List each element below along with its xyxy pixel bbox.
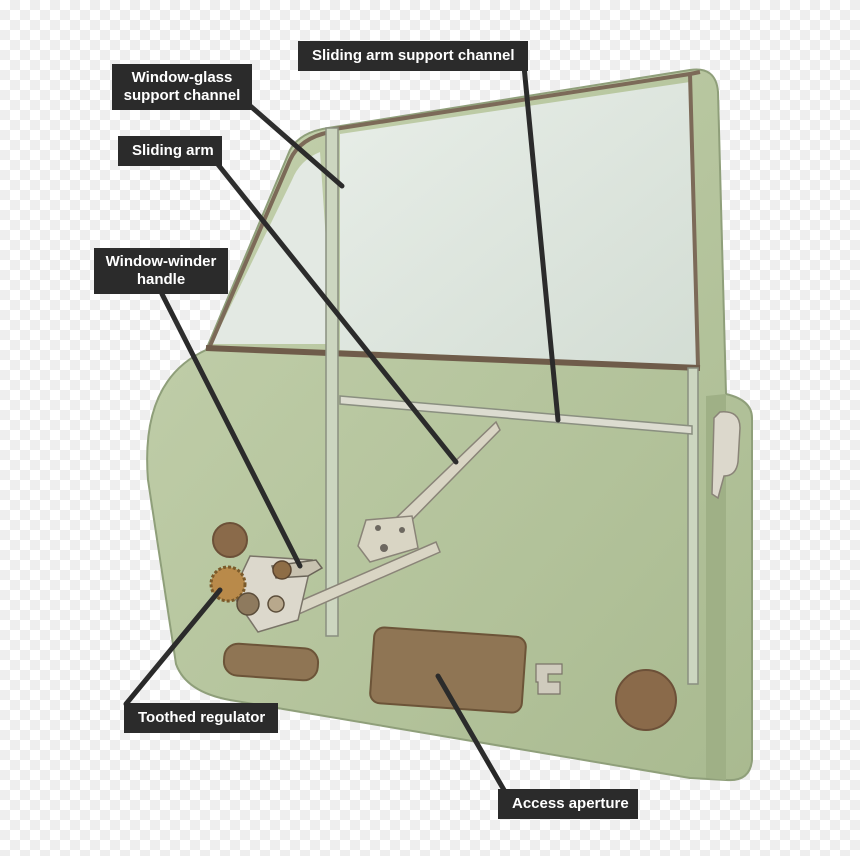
leader-sliding-arm [213,159,459,465]
glass-support-channel [325,127,339,637]
regulator-spool [236,592,260,616]
label-sliding-arm-support-channel: Sliding arm support channel [298,41,528,71]
pivot-bolt [380,544,388,552]
lower-aperture [615,669,677,731]
leader-sliding-arm-support-channel [521,63,561,423]
label-sliding-arm: Sliding arm [118,136,222,166]
access-aperture [369,626,527,714]
window-glass [340,82,696,366]
leader-access-aperture [435,673,507,793]
label-text-line-2: support channel [123,87,241,104]
door-handle [711,411,741,500]
label-text: Access aperture [512,795,629,812]
door-edge [706,394,726,780]
winder-spindle-end [272,560,292,580]
label-text: Sliding arm [132,142,214,159]
lock-striker [535,663,563,695]
label-text: Sliding arm support channel [312,47,515,64]
leader-window-glass-support-channel [245,101,345,189]
leader-window-winder-handle [159,291,303,569]
label-text-line-1: Window-glass [131,69,233,86]
leader-lines [123,63,561,793]
window-frame [327,70,701,367]
quarter-glass [212,152,333,344]
pivot-bolt [375,525,381,531]
upper-aperture [212,522,248,558]
label-text: Toothed regulator [138,709,266,726]
regulator-spool [267,595,285,613]
rear-guide [687,367,699,685]
label-toothed-regulator: Toothed regulator [124,703,278,733]
label-text-line-2: handle [136,271,186,288]
sliding-arm-support-channel [339,395,693,435]
label-window-winder-handle: Window-winder handle [94,248,228,294]
small-aperture [222,642,320,682]
quarter-frame [208,130,331,347]
pivot-bolt [399,527,405,533]
label-text-line-1: Window-winder [105,253,217,270]
leader-toothed-regulator [123,587,223,707]
label-access-aperture: Access aperture [498,789,638,819]
waist-rail [205,345,701,371]
label-window-glass-support-channel: Window-glass support channel [112,64,252,110]
